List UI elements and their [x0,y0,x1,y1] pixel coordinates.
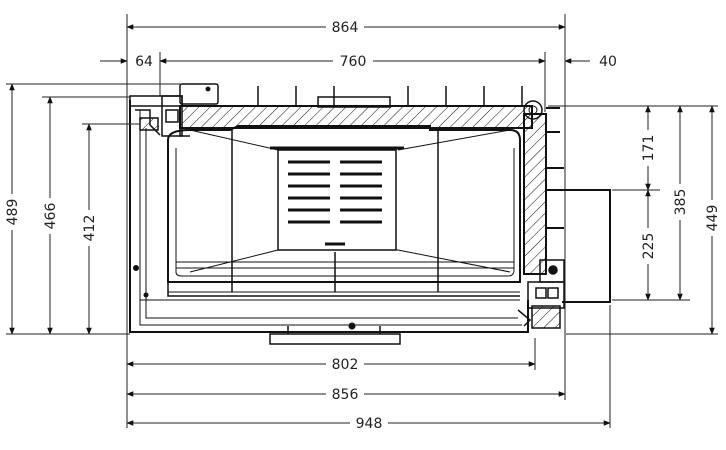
firebox-outline [167,125,521,283]
door-handle [269,326,401,345]
inner-casing-line [139,110,522,326]
top-insulation-slab [179,105,533,129]
dim-label-225: 225 [641,233,657,260]
firebox-inner [175,148,515,277]
bottom-right-bracket [517,259,565,329]
dim-label-385: 385 [673,189,689,216]
side-outlet [546,107,611,303]
dimension-labels: 864 64 760 40 802 856 948 489 466 412 17… [5,20,721,432]
dim-label-864: 864 [332,20,359,36]
stove-body [129,83,611,345]
firebox-pillars [231,128,439,292]
dim-label-856: 856 [332,387,359,403]
dim-label-412: 412 [82,215,98,242]
dim-label-64: 64 [135,54,153,70]
top-left-bracket [129,95,190,137]
top-fins [257,86,523,106]
grate-panel [270,146,404,251]
dim-label-760: 760 [340,54,367,70]
outer-casing [129,100,529,333]
hearth-sill [167,282,520,297]
dim-label-948: 948 [356,416,383,432]
top-right-knob [523,100,543,120]
top-outlet-block [317,96,391,108]
dim-label-802: 802 [332,357,359,373]
top-left-cap [179,83,219,105]
dim-label-489: 489 [5,199,21,226]
dim-label-466: 466 [43,203,59,230]
dim-label-171: 171 [641,135,657,162]
inner-casing-line-2 [145,128,518,319]
dim-label-40: 40 [599,54,617,70]
dim-label-449: 449 [705,205,721,232]
right-insulation-wall [523,113,547,275]
